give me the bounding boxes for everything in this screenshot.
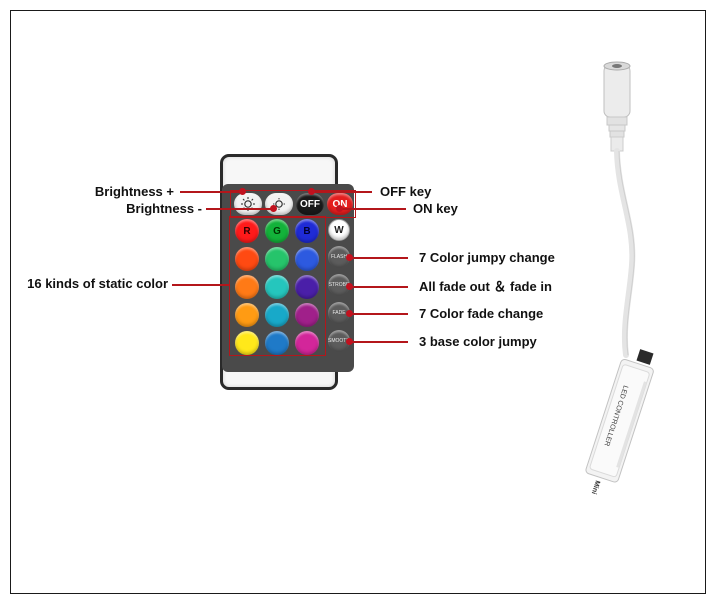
dot-off-key (308, 188, 315, 195)
sun-dim-icon (273, 198, 285, 210)
color-button[interactable] (265, 303, 289, 327)
line-brightness-plus (180, 191, 242, 193)
color-button[interactable] (295, 331, 319, 355)
line-static-color (172, 284, 230, 286)
label-off-key: OFF key (380, 184, 432, 199)
color-button[interactable] (265, 275, 289, 299)
color-button-red[interactable]: R (235, 219, 259, 243)
white-button[interactable]: W (328, 219, 350, 241)
line-brightness-minus (206, 208, 274, 210)
strobe-button[interactable]: STROBE (328, 274, 350, 296)
color-button[interactable] (295, 275, 319, 299)
smooth-button[interactable]: SMOOTH (328, 330, 350, 352)
color-button[interactable] (295, 303, 319, 327)
line-fade (348, 313, 408, 315)
color-button[interactable] (235, 331, 259, 355)
led-controller-illustration: LED CONTROLLER Mini (585, 61, 654, 495)
line-flash (348, 257, 408, 259)
dot-strobe (346, 283, 353, 290)
label-strobe: All fade out ＆ fade in (419, 279, 552, 294)
label-brightness-plus: Brightness + (94, 184, 174, 199)
label-brightness-minus: Brightness - (126, 201, 202, 216)
color-button[interactable] (235, 275, 259, 299)
fade-button[interactable]: FADE (328, 302, 350, 324)
image-frame (10, 10, 706, 594)
color-button[interactable] (235, 247, 259, 271)
cable-wire (614, 148, 636, 358)
dc-jack (603, 64, 631, 118)
color-button[interactable] (295, 247, 319, 271)
flash-button[interactable]: FLASH (328, 246, 350, 268)
label-smooth: 3 base color jumpy (419, 334, 537, 349)
controller-brand: Mini (590, 479, 601, 495)
color-button[interactable] (235, 303, 259, 327)
dot-smooth (346, 338, 353, 345)
dot-flash (346, 254, 353, 261)
line-off-key (312, 191, 372, 193)
dot-brightness-minus (270, 205, 277, 212)
line-on-key (340, 208, 406, 210)
static-color-highlight (229, 216, 326, 356)
label-on-key: ON key (413, 201, 458, 216)
color-button-blue[interactable]: B (295, 219, 319, 243)
off-button[interactable]: OFF (296, 193, 324, 215)
color-button[interactable] (265, 331, 289, 355)
label-flash: 7 Color jumpy change (419, 250, 555, 265)
line-smooth (348, 341, 408, 343)
dot-brightness-plus (239, 188, 246, 195)
color-button[interactable] (265, 247, 289, 271)
top-keys-highlight (230, 190, 356, 218)
color-button-green[interactable]: G (265, 219, 289, 243)
dot-fade (346, 310, 353, 317)
line-strobe (348, 286, 408, 288)
label-static-color: 16 kinds of static color (27, 276, 168, 291)
dot-on-key (336, 205, 343, 212)
label-fade: 7 Color fade change (419, 306, 544, 321)
